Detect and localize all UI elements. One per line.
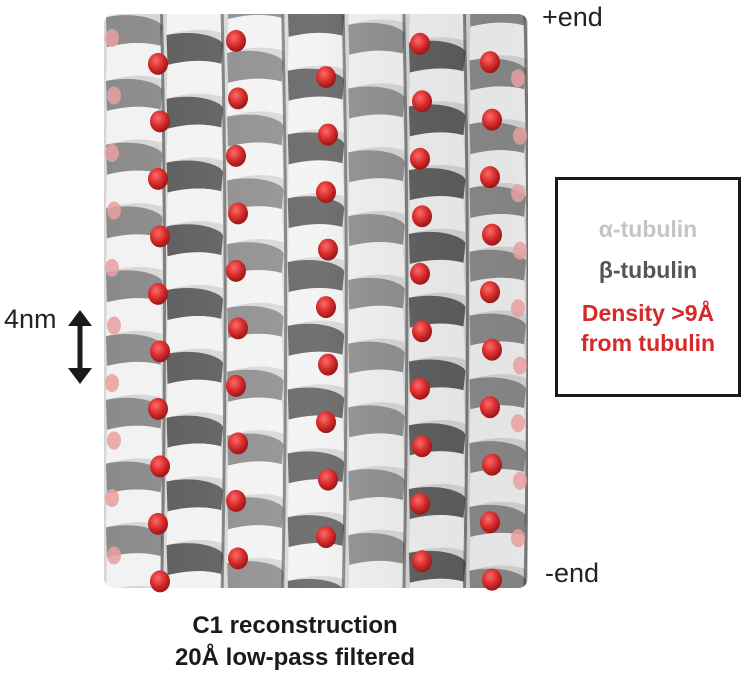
plus-end-label: +end [542,2,603,32]
density-marker [105,259,119,277]
density-marker [511,299,525,318]
density-marker [410,492,430,515]
density-marker [226,259,246,282]
density-marker [148,282,168,305]
density-markers [105,29,527,593]
double-arrow-icon [68,310,92,384]
density-marker [410,147,430,170]
density-marker [482,108,502,131]
density-marker [482,338,502,361]
density-marker [318,123,338,146]
minus-end-label: -end [545,558,600,588]
density-marker [150,570,170,593]
density-marker [148,397,168,420]
density-marker [480,281,500,304]
density-marker [410,377,430,400]
density-marker [228,202,248,225]
beta-subunit [469,632,526,664]
lattice-shading [104,14,528,588]
density-marker [482,223,502,246]
density-marker [511,69,525,88]
density-marker [480,396,500,419]
caption-line1: C1 reconstruction [192,612,398,639]
legend-box: α-tubulin β-tubulin Density >9Å from tub… [555,177,741,397]
density-marker [150,455,170,478]
density-marker [228,432,248,455]
density-marker [480,166,500,189]
density-marker [148,167,168,190]
density-marker [410,32,430,55]
density-marker [228,87,248,110]
density-marker [316,66,336,89]
density-marker [226,144,246,167]
beta-subunit [409,0,466,9]
figure-caption: C1 reconstruction 20Å low-pass filtered [120,610,470,674]
legend-density-line1: Density >9Å [581,300,715,326]
density-marker [511,414,525,433]
density-marker [513,126,527,145]
density-marker [105,489,119,507]
density-marker [511,529,525,548]
density-marker [318,238,338,261]
density-marker [316,526,336,549]
density-marker [226,489,246,512]
density-marker [105,374,119,392]
density-marker [107,201,121,220]
density-marker [513,356,527,375]
density-marker [228,317,248,340]
density-marker [511,184,525,203]
density-marker [226,374,246,397]
density-marker [412,205,432,228]
caption-line2: 20Å low-pass filtered [174,644,416,671]
density-marker [150,110,170,133]
density-marker [410,262,430,285]
density-marker [226,29,246,52]
legend-beta-tubulin: β-tubulin [598,257,698,283]
alpha-subunit [469,660,526,678]
density-marker [480,51,500,74]
density-marker [228,547,248,570]
density-marker [412,550,432,573]
density-marker [412,320,432,343]
density-marker [318,468,338,491]
density-marker [316,181,336,204]
density-marker [316,296,336,319]
density-marker [412,435,432,458]
density-marker [107,546,121,565]
density-marker [412,90,432,113]
density-marker [480,511,500,534]
legend-alpha-tubulin: α-tubulin [598,216,698,242]
density-marker [513,241,527,260]
density-marker [482,568,502,591]
beta-subunit [167,0,224,1]
density-marker [513,471,527,490]
density-marker [105,29,119,47]
alpha-subunit [469,597,526,635]
density-marker [316,411,336,434]
density-marker [105,144,119,162]
density-marker [107,316,121,335]
microtubule-lattice [104,0,528,678]
density-marker [107,86,121,105]
density-marker [482,453,502,476]
legend-density: Density >9Å from tubulin [581,298,715,358]
density-marker [150,340,170,363]
density-marker [150,225,170,248]
scale-bar-label: 4nm [4,304,57,334]
legend-density-line2: from tubulin [580,330,716,356]
density-marker [148,52,168,75]
density-marker [107,431,121,450]
density-marker [148,512,168,535]
density-marker [318,353,338,376]
